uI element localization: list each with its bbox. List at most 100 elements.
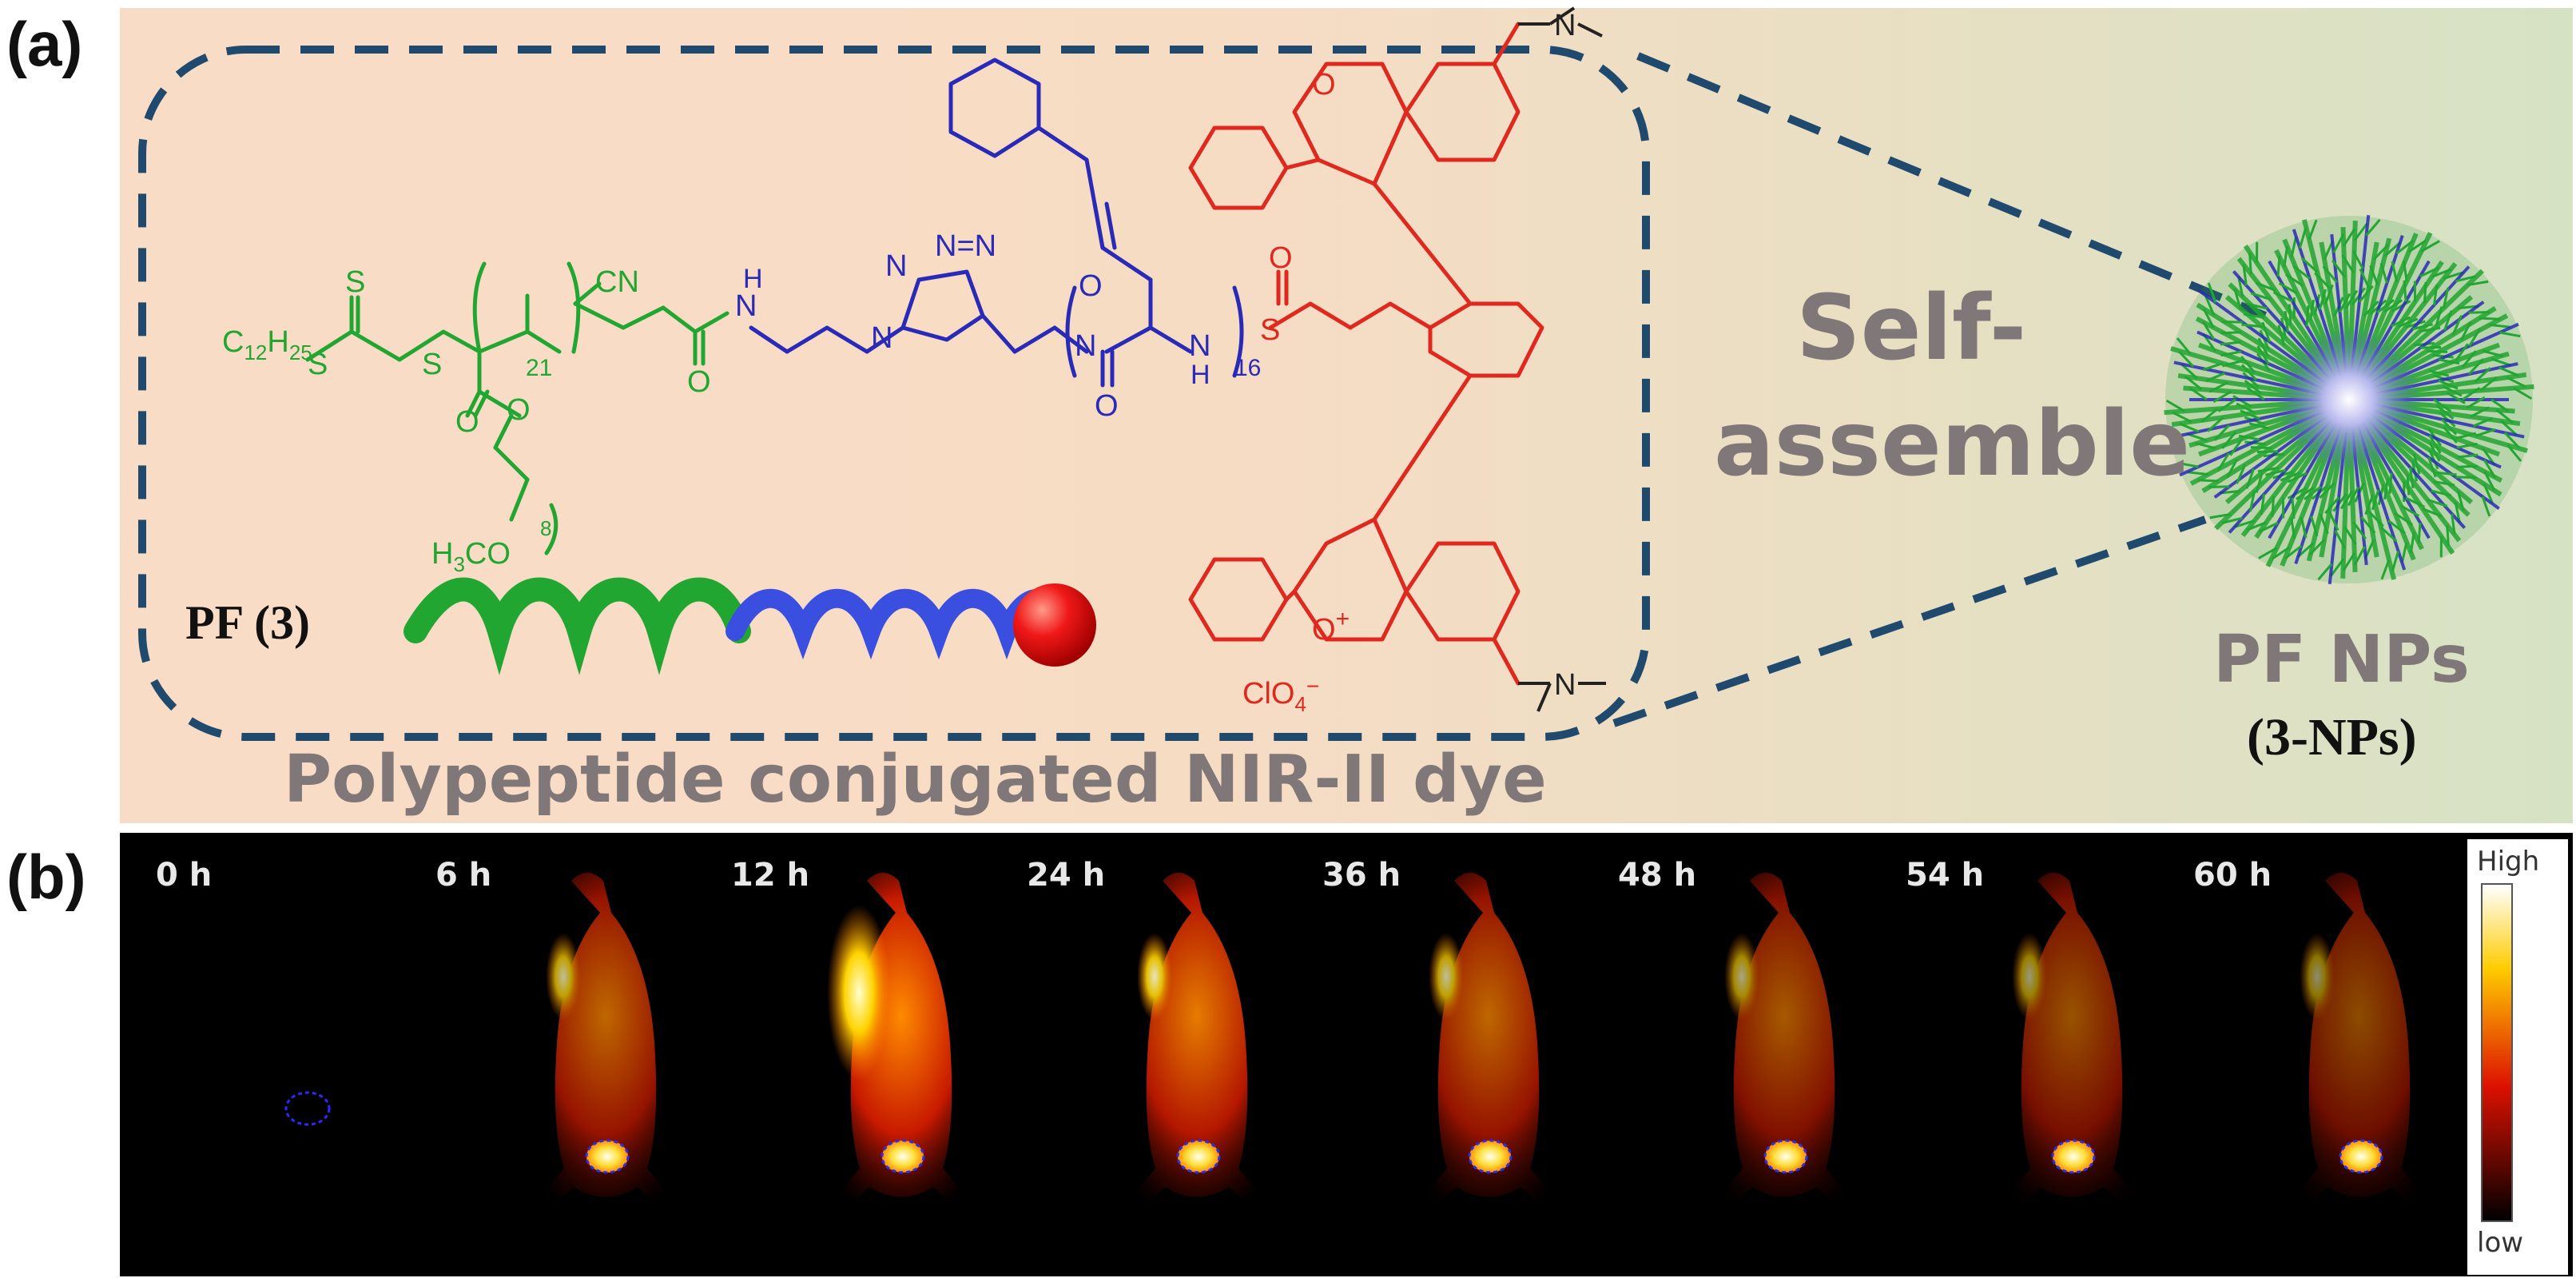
dimethylamino-labels: N N xyxy=(1554,9,1576,702)
mouse-body xyxy=(2270,873,2449,1231)
nanoparticle-branch xyxy=(2292,265,2311,280)
ester-o: O xyxy=(455,405,479,439)
mouse-image-5 xyxy=(1695,873,1874,1231)
nanoparticle-branch xyxy=(2255,472,2264,493)
panel-b-label: (b) xyxy=(6,842,86,912)
nanoparticle-branch xyxy=(2359,268,2371,289)
nanoparticle-branch xyxy=(2310,516,2319,537)
nanoparticle-branch xyxy=(2290,237,2298,258)
nanoparticle-branch xyxy=(2241,323,2263,328)
peptide-h: H xyxy=(1191,360,1210,390)
nanoparticle-branch xyxy=(2236,464,2247,484)
nanoparticle-branch xyxy=(2367,510,2384,528)
nanoparticle-branch xyxy=(2216,452,2230,472)
n-top: N xyxy=(1554,9,1576,42)
nanoparticle-branch xyxy=(2499,331,2521,338)
counterion-label: ClO4− xyxy=(1242,674,1319,716)
peptide-coil xyxy=(725,588,1076,660)
nanoparticle-branch xyxy=(2332,259,2346,278)
peg-coil xyxy=(403,577,751,675)
nanoparticle-branch xyxy=(2220,340,2241,346)
nanoparticle-branch xyxy=(2435,471,2457,476)
scale-high-label: High xyxy=(2477,846,2540,878)
np-title: PF NPs xyxy=(2213,622,2470,698)
nanoparticle-branch xyxy=(2271,496,2276,517)
nanoparticle-branch xyxy=(2435,306,2443,328)
scale-low-label: low xyxy=(2477,1227,2524,1259)
nanoparticle-branch xyxy=(2204,295,2216,316)
tumor-signal-3 xyxy=(1176,1139,1221,1174)
nanoparticle-branch xyxy=(2222,359,2243,368)
nanoparticle xyxy=(2164,215,2534,584)
body-hotspot xyxy=(2300,933,2335,1021)
body-hotspot xyxy=(1724,933,1759,1021)
nanoparticle-branch xyxy=(2500,420,2518,436)
nanoparticle-branch xyxy=(2506,444,2522,462)
tumor-marker-0h xyxy=(284,1091,331,1126)
nanoparticle-branch xyxy=(2213,424,2231,441)
panel-a-background xyxy=(120,8,2573,823)
timepoint-label-7: 60 h xyxy=(2193,857,2272,894)
nanoparticle-branch xyxy=(2272,291,2293,303)
nanoparticle-branch xyxy=(2328,511,2339,532)
panel-a-drawing: C12H25 S S S 21 CN O O O H3CO 8 N xyxy=(138,6,2534,741)
dashed-callout xyxy=(138,46,2267,741)
panel-a-label: (a) xyxy=(6,9,83,79)
amide-o: O xyxy=(687,365,711,399)
nanoparticle-branch xyxy=(2455,432,2476,440)
triazole-n2: N xyxy=(885,249,907,283)
n-bottom: N xyxy=(1554,668,1576,702)
nanoparticle-branch xyxy=(2232,395,2252,408)
assemble-label: assemble xyxy=(1714,392,2191,496)
nanoparticle-branch xyxy=(2285,273,2304,288)
nanoparticle-branch xyxy=(2461,350,2477,368)
nanoparticle-branch xyxy=(2456,442,2478,449)
peg-block-structure xyxy=(305,261,729,555)
nanoparticle-branch xyxy=(2317,563,2333,581)
color-scale-bar xyxy=(2481,883,2513,1222)
dye-structure xyxy=(1188,22,1544,686)
nanoparticle-branch xyxy=(2457,453,2479,459)
mouse-body xyxy=(812,873,991,1231)
amide-n: N xyxy=(735,289,757,323)
tumor-signal-6 xyxy=(2051,1139,2096,1174)
mouse-image-3 xyxy=(1107,873,1286,1231)
nanoparticle-branch xyxy=(2229,437,2244,456)
nanoparticle-branch xyxy=(2470,406,2490,418)
nanoparticle-branch xyxy=(2403,280,2407,302)
body-hotspot xyxy=(546,933,581,1021)
timepoint-label-0: 0 h xyxy=(156,857,213,894)
nanoparticle-branch xyxy=(2300,257,2319,273)
nanoparticle-branch xyxy=(2352,521,2367,540)
nanoparticle-branch xyxy=(2322,265,2338,284)
mouse-image-6 xyxy=(1982,873,2161,1231)
nanoparticle-branch xyxy=(2427,498,2448,508)
nanoparticle-branch xyxy=(2443,310,2453,331)
dye-ball xyxy=(1013,583,1096,667)
nanoparticle-branch xyxy=(2341,254,2355,273)
timepoint-label-1: 6 h xyxy=(435,857,492,894)
nanoparticle-branch xyxy=(2180,363,2198,380)
nanoparticle-branch xyxy=(2278,282,2299,295)
nanoparticle-branch xyxy=(2176,337,2192,356)
mouse-image-1 xyxy=(516,873,695,1231)
timepoint-label-3: 24 h xyxy=(1027,857,1106,894)
nanoparticle-branch xyxy=(2489,323,2511,328)
nanoparticle-branch xyxy=(2243,313,2265,319)
nanoparticle-branch xyxy=(2207,282,2217,304)
nanoparticle-branch xyxy=(2220,350,2242,357)
nanoparticle-branch xyxy=(2422,508,2443,518)
nanoparticle-branch xyxy=(2483,484,2494,504)
nanoparticle-branch xyxy=(2472,416,2494,428)
cn-label: CN xyxy=(595,265,639,299)
nanoparticle-branch xyxy=(2291,497,2296,520)
nanoparticle-branch xyxy=(2379,526,2398,543)
tumor-signal-2 xyxy=(881,1139,925,1174)
nanoparticle-branch xyxy=(2300,517,2308,539)
tumor-signal-4 xyxy=(1468,1139,1513,1174)
nanoparticle-branch xyxy=(2209,512,2231,520)
nanoparticle-branch xyxy=(2431,489,2452,497)
nanoparticle-branch xyxy=(2260,493,2266,516)
methoxy-label: H3CO xyxy=(431,537,511,576)
timepoint-label-6: 54 h xyxy=(1906,857,1985,894)
